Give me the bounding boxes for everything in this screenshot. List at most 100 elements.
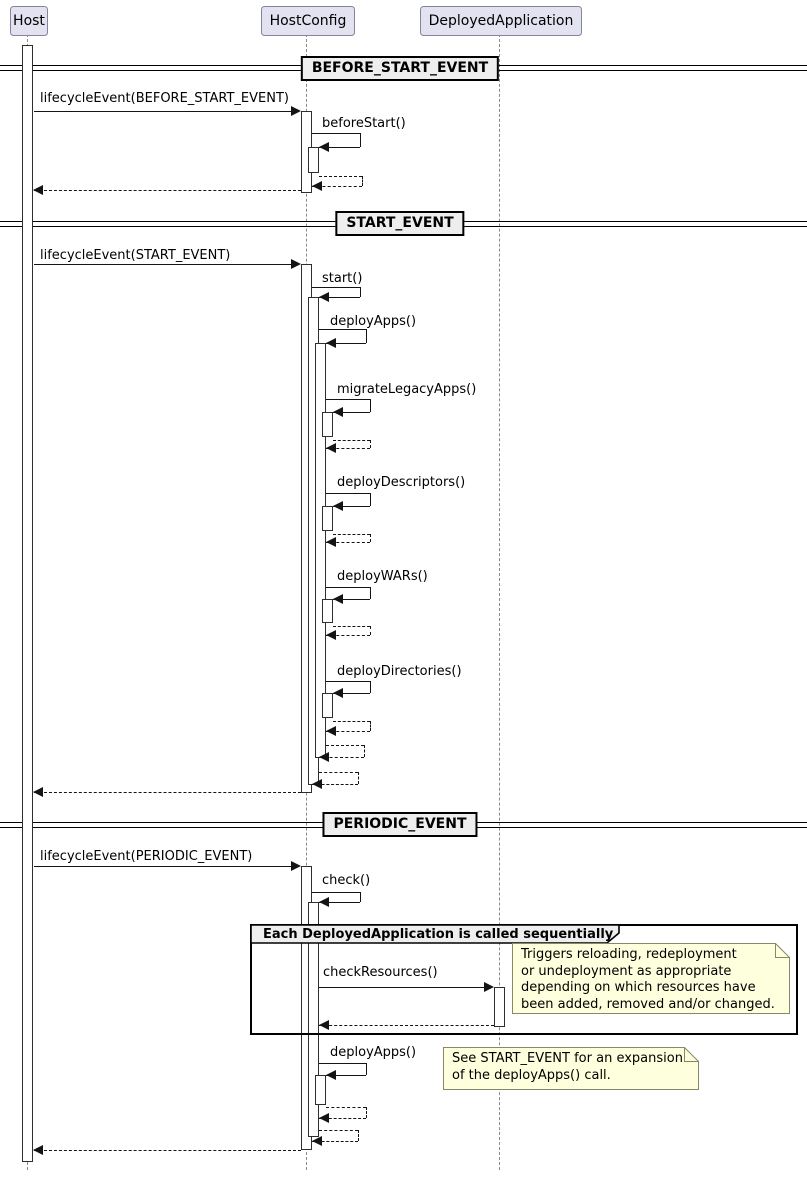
call-line [34,111,291,112]
msg-label-start: start() [322,271,363,286]
self-return-line [326,731,370,732]
arrow-head [333,594,343,604]
self-return-line [319,1118,366,1119]
arrow-head [333,407,343,417]
self-return-line [370,721,371,731]
self-return-line [364,745,365,757]
group-frame-label: Each DeployedApplication is called seque… [263,927,614,942]
self-return-line [366,1107,367,1118]
msg-label-lifecycle-periodic: lifecycleEvent(PERIODIC_EVENT) [40,849,253,864]
self-return-line [358,772,359,784]
arrow-head [33,1145,43,1155]
self-call-line [312,892,360,893]
self-return-line [333,440,370,441]
msg-label-deploy-apps: deployApps() [330,314,417,329]
msg-label-deploy-wars: deployWARs() [337,569,428,584]
msg-label-deploy-descriptors: deployDescriptors() [337,475,466,490]
arrow-head [291,861,301,871]
self-call-line [319,297,360,298]
note-text-deploy-apps: See START_EVENT for an expansion of the … [452,1051,683,1083]
msg-label-before-start: beforeStart() [322,116,406,131]
self-return-line [326,745,364,746]
return-line [319,1025,494,1026]
arrow-head [291,106,301,116]
arrow-head [312,181,322,191]
participant-deployedapplication: DeployedApplication [420,6,582,36]
msg-label-deploy-apps-periodic: deployApps() [330,1045,417,1060]
self-return-line [370,440,371,448]
self-return-line [326,1107,366,1108]
participant-host: Host [10,6,48,36]
self-call-line [370,587,371,599]
activation-bar-nested [308,147,319,173]
arrow-head [484,982,494,992]
activation-bar-deployedapplication [494,987,505,1027]
self-return-line [326,542,370,543]
msg-label-lifecycle-start: lifecycleEvent(START_EVENT) [40,248,231,263]
arrow-head [333,501,343,511]
self-call-line [333,693,370,694]
self-call-line [312,133,360,134]
self-call-line [370,493,371,506]
arrow-head [319,292,329,302]
self-call-line [360,892,361,902]
self-return-line [319,757,364,758]
participant-hostconfig: HostConfig [261,6,355,36]
self-call-line [319,1063,366,1064]
arrow-head [319,897,329,907]
arrow-head [326,338,336,348]
msg-label-lifecycle-before-start: lifecycleEvent(BEFORE_START_EVENT) [40,91,289,106]
self-call-line [360,287,361,297]
activation-bar-nested [322,412,333,437]
self-return-line [312,784,358,785]
divider-label-start-event: START_EVENT [335,211,465,236]
return-line-to-host [34,190,301,191]
self-return-line [358,1130,359,1141]
self-call-line [319,329,366,330]
self-call-line [326,399,370,400]
note-text-check-resources: Triggers reloading, redeployment or unde… [521,947,775,1012]
self-call-line [366,329,367,343]
activation-bar-nested [322,506,333,531]
arrow-head [326,630,336,640]
call-line [34,866,291,867]
call-line [34,264,291,265]
activation-bar-nested [322,599,333,623]
arrow-head [33,787,43,797]
group-frame-header [250,924,620,944]
activation-bar-nested [322,693,333,718]
self-call-line [326,343,366,344]
self-call-line [319,147,360,148]
note-shape [512,943,790,1014]
arrow-head [33,185,43,195]
self-return-line [319,1130,358,1131]
self-call-line [370,681,371,693]
arrow-head [326,537,336,547]
call-line [319,987,485,988]
self-call-line [370,399,371,412]
self-call-line [333,412,370,413]
self-call-line [319,902,360,903]
divider-label-before-start-event: BEFORE_START_EVENT [300,56,500,81]
msg-label-check: check() [322,873,371,888]
divider-label-periodic-event: PERIODIC_EVENT [322,812,478,837]
arrow-head [326,726,336,736]
arrow-head [291,259,301,269]
self-return-line [370,626,371,635]
self-return-line [326,635,370,636]
lifeline-deployedapplication [499,34,500,1170]
return-line-to-host [34,792,301,793]
arrow-head [312,779,322,789]
self-return-line [362,176,363,186]
self-call-line [366,1063,367,1075]
self-call-line [312,287,360,288]
self-call-line [326,1075,366,1076]
return-line-to-host [34,1150,301,1151]
self-return-line [326,448,370,449]
self-call-line [326,587,370,588]
self-call-line [333,506,370,507]
activation-bar-host [22,45,33,1162]
arrow-head [319,752,329,762]
msg-label-deploy-directories: deployDirectories() [337,664,462,679]
arrow-head [319,142,329,152]
